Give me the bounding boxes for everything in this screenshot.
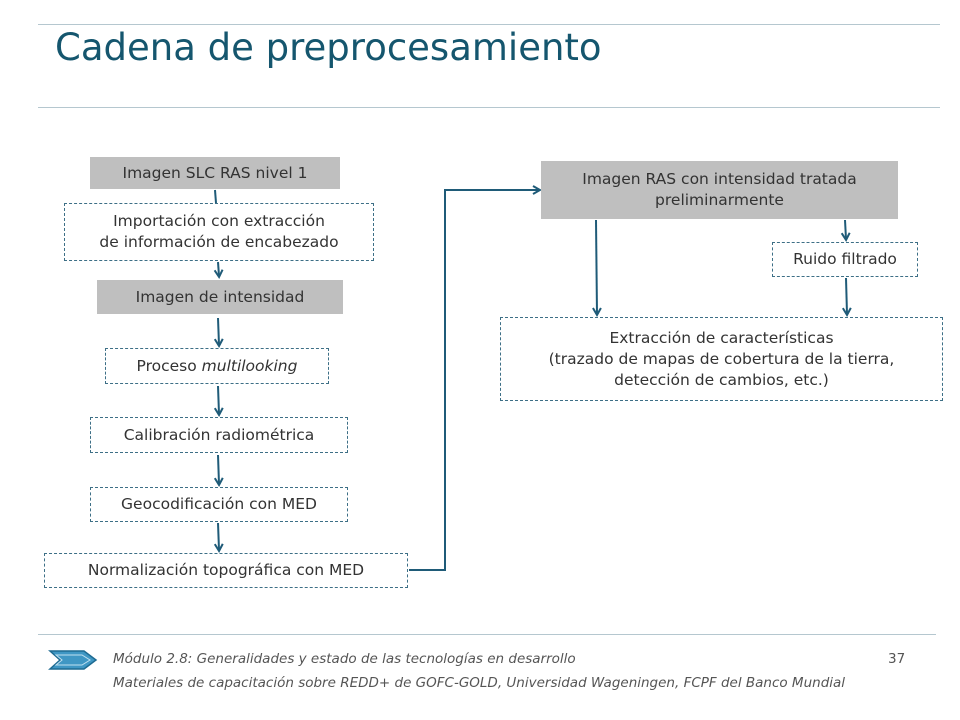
footer-rule <box>38 634 936 635</box>
footer-page-number: 37 <box>888 651 906 667</box>
node-import: Importación con extracción de informació… <box>64 203 374 261</box>
node-ras-treated-line-2: preliminarmente <box>655 191 784 209</box>
arrow-noise-extraction <box>846 277 847 314</box>
node-ras-treated-line-1: Imagen RAS con intensidad tratada <box>582 170 857 188</box>
arrow-normalization-ras <box>409 190 539 571</box>
node-geocoding: Geocodificación con MED <box>90 487 348 522</box>
node-multilooking-term: multilooking <box>201 356 298 375</box>
top-rule <box>38 24 940 25</box>
node-multilooking-prefix: Proceso <box>136 356 202 375</box>
page-title: Cadena de preprocesamiento <box>55 26 602 69</box>
node-extraction-line-3: detección de cambios, etc.) <box>614 370 829 389</box>
arrow-ras-extraction <box>596 219 597 314</box>
node-extraction-line-1: Extracción de características <box>609 328 834 347</box>
node-noise-label: Ruido filtrado <box>793 250 897 268</box>
footer-materials: Materiales de capacitación sobre REDD+ d… <box>113 675 846 691</box>
node-feature-extraction: Extracción de características (trazado d… <box>500 317 943 401</box>
arrow-slc-import <box>214 189 217 204</box>
node-calibration: Calibración radiométrica <box>90 417 348 453</box>
node-intensity-image: Imagen de intensidad <box>97 280 343 314</box>
arrow-geocoding-normalization <box>218 522 219 550</box>
arrow-multilook-calibration <box>218 385 219 414</box>
node-import-line-1: Importación con extracción <box>113 212 325 230</box>
node-normalization: Normalización topográfica con MED <box>44 553 408 588</box>
node-noise-filtered: Ruido filtrado <box>772 242 918 277</box>
node-slc-label: Imagen SLC RAS nivel 1 <box>122 163 308 182</box>
node-ras-treated: Imagen RAS con intensidad tratada prelim… <box>541 161 898 219</box>
arrow-import-intensity <box>218 261 219 276</box>
node-calibration-label: Calibración radiométrica <box>123 425 315 444</box>
arrow-intensity-multilook <box>218 317 219 345</box>
node-intensity-label: Imagen de intensidad <box>135 287 305 306</box>
node-geocoding-label: Geocodificación con MED <box>121 495 317 513</box>
node-multilooking: Proceso multilooking <box>105 348 329 384</box>
footer-module: Módulo 2.8: Generalidades y estado de la… <box>113 651 576 667</box>
footer-chevron-icon <box>48 650 98 670</box>
node-extraction-line-2: (trazado de mapas de cobertura de la tie… <box>548 349 895 368</box>
node-import-line-2: de información de encabezado <box>99 233 339 251</box>
title-underline <box>38 107 940 108</box>
node-normalization-label: Normalización topográfica con MED <box>87 561 365 579</box>
arrow-calibration-geocoding <box>218 454 219 484</box>
arrow-ras-noise <box>845 219 846 239</box>
node-slc-image: Imagen SLC RAS nivel 1 <box>90 157 340 189</box>
